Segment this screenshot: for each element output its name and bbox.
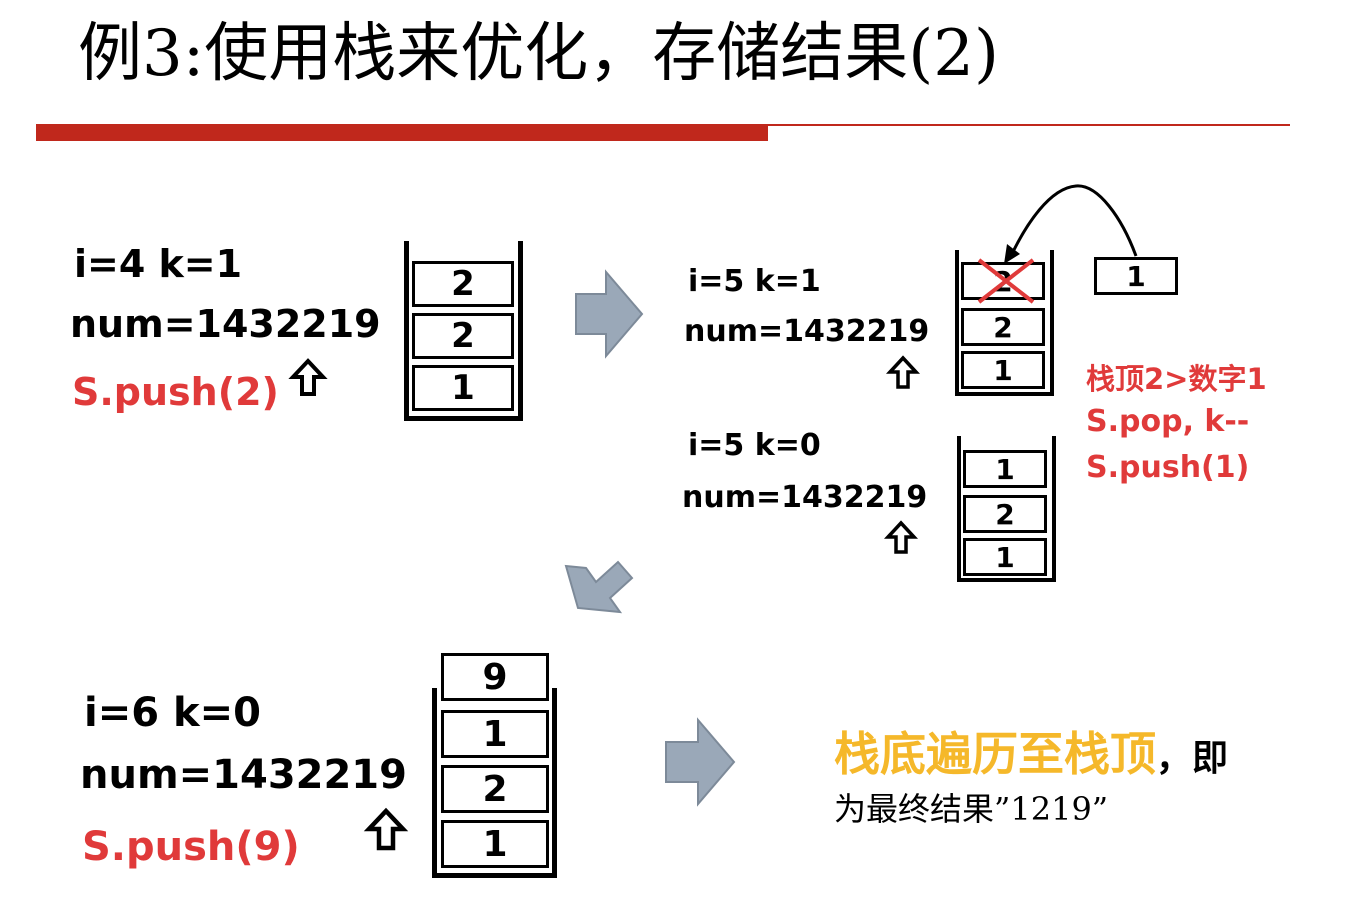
step-2-note-pop: S.pop, k-- <box>1086 404 1250 439</box>
stack-2-slot: 1 <box>961 351 1045 389</box>
step-1-num: num=1432219 <box>70 302 381 346</box>
stack-4-slot: 2 <box>441 765 549 813</box>
block-arrow-right-icon <box>665 717 736 807</box>
result-line-1: 栈底遍历至栈顶，即 <box>834 718 1228 784</box>
title-underline-thick <box>36 124 768 141</box>
curved-arrow-icon <box>1004 184 1138 264</box>
up-arrow-icon <box>363 807 409 851</box>
result-highlight: 栈底遍历至栈顶 <box>834 727 1156 781</box>
block-arrow-down-left-icon <box>564 560 634 614</box>
step-3-num: num=1432219 <box>682 480 928 515</box>
step-3-i-k: i=5 k=0 <box>688 428 821 463</box>
up-arrow-icon <box>288 358 328 396</box>
cross-icon <box>977 258 1035 304</box>
result-line-2: 为最终结果”1219” <box>834 790 1109 828</box>
step-4-action: S.push(9) <box>82 824 300 870</box>
step-1-i-k: i=4 k=1 <box>74 242 243 286</box>
stack-4-slot: 1 <box>441 710 549 758</box>
slide-title: 例3:使用栈来优化，存储结果(2) <box>78 17 999 91</box>
step-2-note-push: S.push(1) <box>1086 450 1250 485</box>
stack-3-slot: 2 <box>963 495 1047 533</box>
stack-1-slot: 2 <box>412 313 514 359</box>
stack-3-slot: 1 <box>963 450 1047 488</box>
step-4-i-k: i=6 k=0 <box>84 690 261 736</box>
step-1-action: S.push(2) <box>72 370 279 414</box>
block-arrow-right-icon <box>575 269 644 359</box>
incoming-number-box: 1 <box>1094 257 1178 295</box>
stack-1-slot: 1 <box>412 365 514 411</box>
step-2-note-compare: 栈顶2>数字1 <box>1086 362 1267 396</box>
stack-2-slot: 2 <box>961 308 1045 346</box>
step-4-num: num=1432219 <box>80 752 407 798</box>
stack-1-slot: 2 <box>412 261 514 307</box>
step-2-i-k: i=5 k=1 <box>688 264 821 299</box>
stack-4-slot: 1 <box>441 820 549 868</box>
stack-2-slot: 2 <box>961 262 1045 300</box>
result-comma: ，即 <box>1156 738 1229 779</box>
stack-4-pushed-slot: 9 <box>441 653 549 701</box>
up-arrow-icon <box>885 355 921 389</box>
title-underline-thin <box>768 124 1290 126</box>
stack-3-slot: 1 <box>963 538 1047 576</box>
step-2-num: num=1432219 <box>684 314 930 349</box>
up-arrow-icon <box>883 520 919 554</box>
